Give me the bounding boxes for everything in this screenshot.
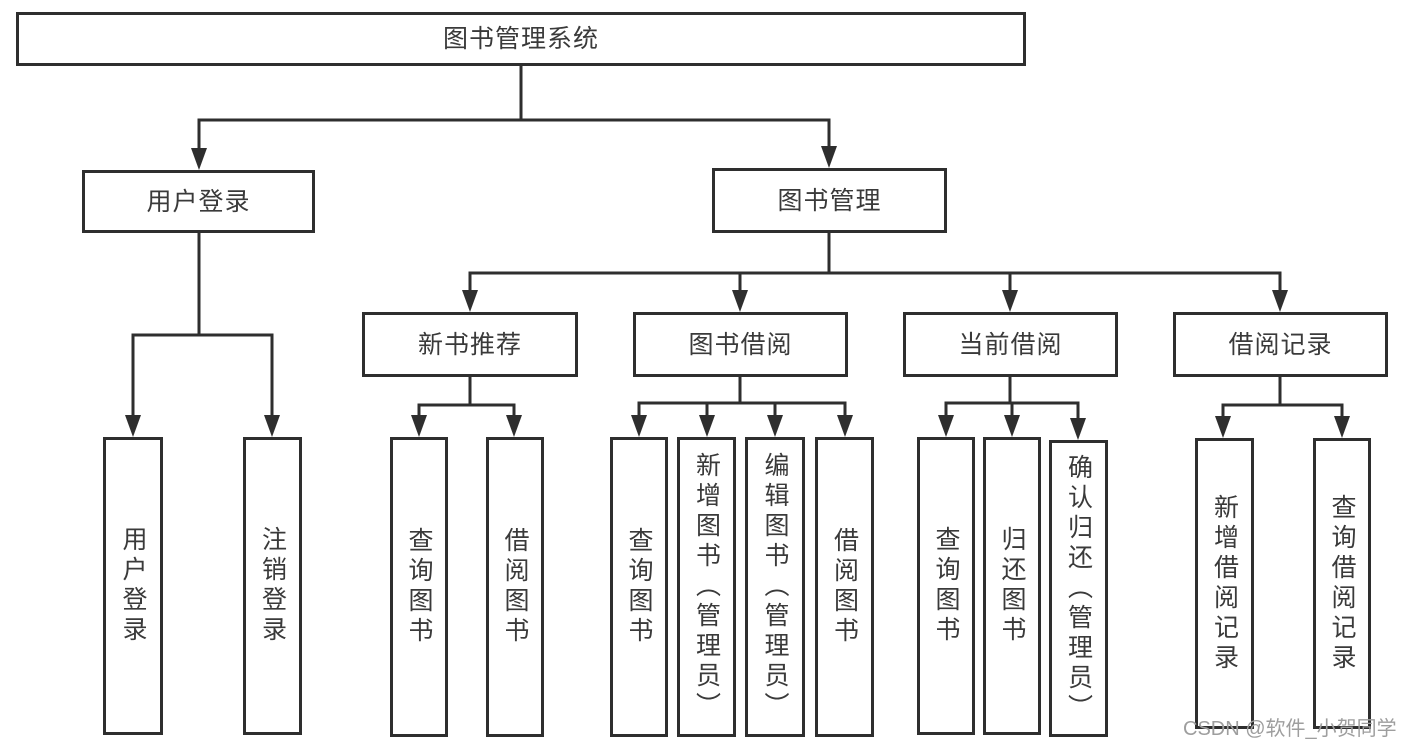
leaf-logout: 注销登录	[243, 437, 302, 735]
leaf-add-borrow-record: 新增借阅记录	[1195, 438, 1254, 729]
leaf-query-borrow-record: 查询借阅记录	[1313, 438, 1371, 729]
leaf-add-book-admin: 新增图书（管理员）	[677, 437, 736, 737]
node-new-book-recommendation: 新书推荐	[362, 312, 578, 377]
leaf-confirm-return-admin: 确认归还（管理员）	[1049, 440, 1108, 737]
node-book-borrowing: 图书借阅	[633, 312, 848, 377]
node-user-login: 用户登录	[82, 170, 315, 233]
node-borrowing-records: 借阅记录	[1173, 312, 1388, 377]
node-book-management: 图书管理	[712, 168, 947, 233]
node-book-management-system: 图书管理系统	[16, 12, 1026, 66]
leaf-borrow-books-borrowing: 借阅图书	[815, 437, 874, 737]
leaf-query-books-recommend: 查询图书	[390, 437, 448, 737]
node-current-borrowing: 当前借阅	[903, 312, 1118, 377]
watermark: CSDN @软件_小贺同学	[1183, 718, 1397, 740]
leaf-query-books-current: 查询图书	[917, 437, 975, 735]
leaf-borrow-books-recommend: 借阅图书	[486, 437, 544, 737]
leaf-query-books-borrowing: 查询图书	[610, 437, 668, 737]
leaf-edit-book-admin: 编辑图书（管理员）	[745, 437, 805, 737]
leaf-return-books: 归还图书	[983, 437, 1041, 735]
leaf-user-login: 用户登录	[103, 437, 163, 735]
